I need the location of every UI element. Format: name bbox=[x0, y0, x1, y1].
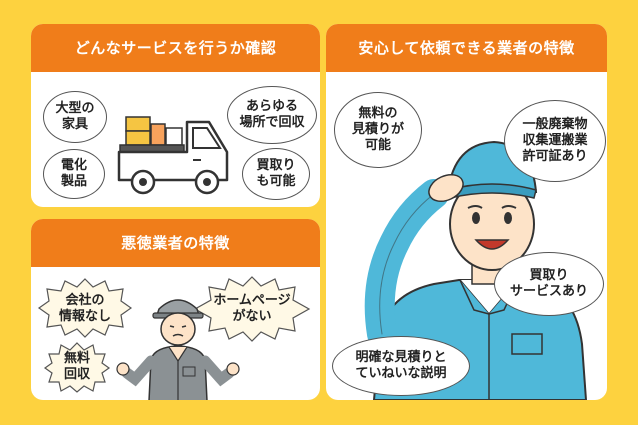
bad-traders-panel: 悪徳業者の特徴 会社の 情報なし ホームページ がない 無料 回収 bbox=[31, 219, 320, 400]
bubble-large-furniture: 大型の 家具 bbox=[43, 91, 107, 143]
bubble-free-estimate: 無料の 見積りが 可能 bbox=[334, 92, 422, 168]
services-panel: どんなサービスを行うか確認 大型の 家具 電化 製品 あらゆる 場所で回収 買取… bbox=[31, 24, 320, 207]
bad-traders-panel-title: 悪徳業者の特徴 bbox=[31, 219, 320, 267]
spiky-bubble-homepage bbox=[193, 276, 311, 342]
bubble-buyback-service: 買取り サービスあり bbox=[494, 252, 604, 316]
trusted-traders-panel-title: 安心して依頼できる業者の特徴 bbox=[326, 24, 607, 72]
bubble-no-homepage: ホームページ がない bbox=[213, 293, 291, 324]
bubble-appliances: 電化 製品 bbox=[43, 149, 105, 199]
services-panel-title: どんなサービスを行うか確認 bbox=[31, 24, 320, 72]
bubble-no-company-info: 会社の 情報なし bbox=[58, 293, 111, 324]
trusted-traders-panel: 安心して依頼できる業者の特徴 無料の 見積りが 可能 一般廃棄物 収集運搬業 許… bbox=[326, 24, 607, 400]
spiky-bubble-company-info bbox=[37, 278, 133, 338]
bubble-waste-license: 一般廃棄物 収集運搬業 許可証あり bbox=[504, 100, 606, 182]
bubble-anywhere: あらゆる 場所で回収 bbox=[227, 86, 317, 144]
bubble-clear-estimate: 明確な見積りと ていねいな説明 bbox=[332, 336, 470, 396]
bubble-buyback: 買取り も可能 bbox=[242, 148, 310, 200]
spiky-bubble-free-collection bbox=[43, 342, 111, 393]
truck-illustration bbox=[117, 116, 229, 195]
shady-worker-illustration bbox=[116, 299, 240, 400]
bubble-free-collection: 無料 回収 bbox=[63, 351, 90, 382]
